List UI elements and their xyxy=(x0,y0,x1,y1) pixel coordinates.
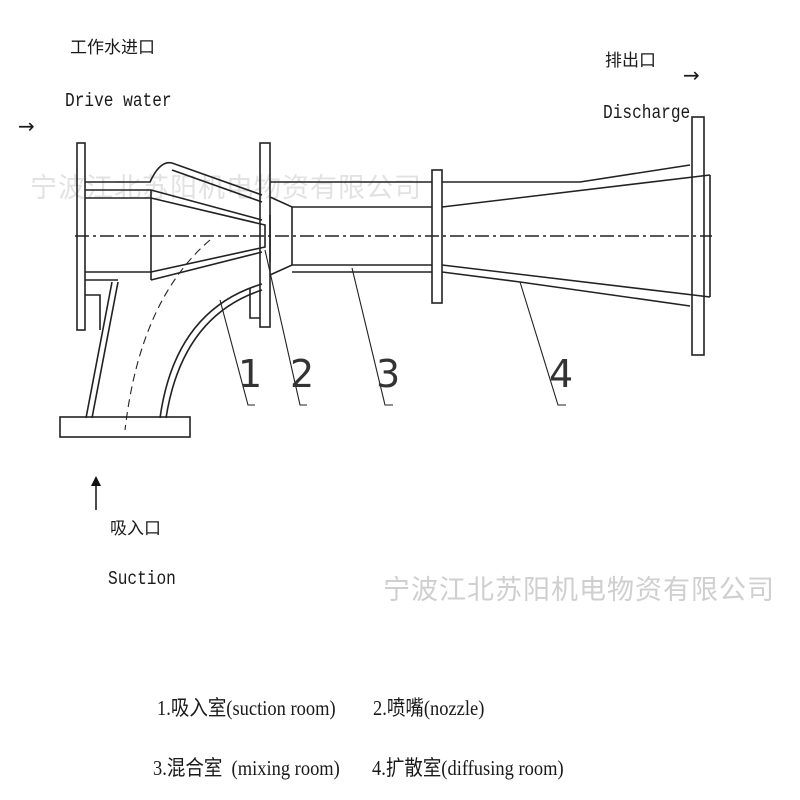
leader-2 xyxy=(264,249,307,406)
discharge-label-en: Discharge xyxy=(603,102,691,124)
inlet-flange xyxy=(76,142,86,331)
discharge-arrow-icon: → xyxy=(683,63,700,87)
inlet-pipe xyxy=(85,189,152,281)
outlet-flange xyxy=(691,116,705,356)
watermark-bottom: 宁波江北苏阳机电物资有限公司 xyxy=(383,575,775,606)
part-number-3: 3 xyxy=(376,352,401,396)
suction-body-top xyxy=(85,161,432,276)
legend-item-4: 4.扩散室(diffusing room) xyxy=(372,756,564,780)
drive-water-arrow-icon: → xyxy=(18,114,35,138)
elbow-centerline xyxy=(124,239,211,431)
drive-water-label-cn: 工作水进口 xyxy=(70,38,155,58)
drive-water-label-en: Drive water xyxy=(65,90,172,112)
suction-arrowhead-icon xyxy=(91,476,101,486)
leader-1 xyxy=(219,299,255,406)
suction-elbow xyxy=(85,281,263,419)
mixing-flange xyxy=(431,169,443,304)
legend-item-1: 1.吸入室(suction room) xyxy=(157,696,336,720)
body-ribs xyxy=(85,288,260,330)
nozzle xyxy=(150,189,266,281)
part-number-1: 1 xyxy=(238,352,263,396)
legend-item-2: 2.喷嘴(nozzle) xyxy=(373,696,485,720)
leader-3 xyxy=(351,267,393,406)
part-number-4: 4 xyxy=(549,352,574,396)
mixing-tube xyxy=(269,181,432,273)
diffuser xyxy=(441,164,711,307)
suction-label-cn: 吸入口 xyxy=(110,519,161,539)
discharge-label-cn: 排出口 xyxy=(605,51,656,71)
suction-label-en: Suction xyxy=(108,568,176,590)
legend-item-3: 3.混合室 (mixing room) xyxy=(153,756,340,780)
leader-4 xyxy=(519,281,566,406)
suction-flange xyxy=(59,416,191,438)
part-number-2: 2 xyxy=(290,352,315,396)
